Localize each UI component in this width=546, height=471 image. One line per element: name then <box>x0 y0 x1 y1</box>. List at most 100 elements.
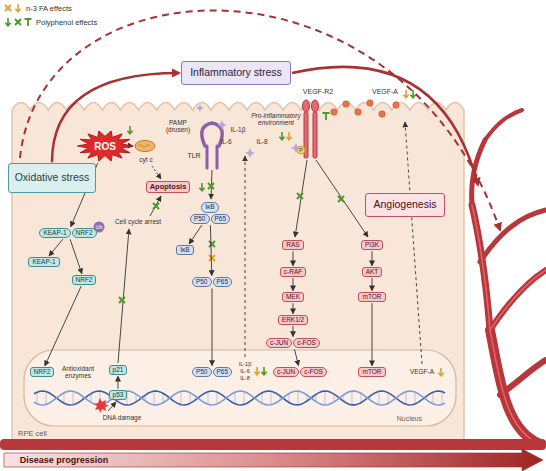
vessel-band <box>0 439 546 450</box>
dna-helix <box>34 391 445 405</box>
illustration-part <box>135 141 155 152</box>
annotation-label: IL-6 <box>220 138 231 145</box>
annotation-label: IL-6 <box>240 368 249 374</box>
region-label: Nucleus <box>397 415 422 422</box>
node-text: IκB <box>180 246 189 253</box>
illustration-part <box>313 112 317 158</box>
illustration-part <box>480 210 546 262</box>
illustration-part <box>291 143 301 153</box>
protein-box: AKT <box>362 267 383 277</box>
illustration-part <box>25 19 32 26</box>
protein-pill: P50 <box>192 367 212 378</box>
illustration-part <box>379 111 385 117</box>
node-text: Inflammatory stress <box>190 66 282 78</box>
protein-box: RAS <box>282 240 303 250</box>
nucleus-outline <box>24 350 456 426</box>
illustration-part <box>490 270 546 330</box>
annotation-label: Antioxidant enzymes <box>58 365 98 380</box>
pathway-arrow <box>70 239 82 273</box>
illustration-part <box>405 122 422 364</box>
protein-pill: c-JUN <box>266 338 292 349</box>
illustration-part <box>5 18 10 26</box>
illustration-part <box>207 146 217 168</box>
mitochondrion <box>135 141 155 152</box>
illustration-part <box>94 398 109 413</box>
illustration-part <box>152 166 161 179</box>
stress-arc <box>292 67 478 185</box>
annotation-label: IL-1β <box>239 361 252 367</box>
node-text: NRF2 <box>76 276 93 283</box>
illustration-part <box>490 330 540 444</box>
protein-complex: P50P65 <box>192 277 232 288</box>
pathway-arrow <box>210 225 211 275</box>
illustration-part <box>367 100 373 106</box>
protein-pill: c-FOS <box>300 367 327 378</box>
protein-box: mTOR <box>358 292 385 302</box>
pathway-arrow <box>295 349 299 365</box>
protein-pill: P50 <box>192 277 212 288</box>
illustration-part <box>196 104 204 112</box>
illustration-part <box>245 148 255 158</box>
illustration-part <box>438 368 443 376</box>
protein-box: Apoptosis <box>146 181 191 193</box>
region-label: RPE cell <box>18 429 47 438</box>
node-text: AKT <box>366 268 379 275</box>
illustration-part <box>209 255 215 261</box>
pathway-arrow <box>293 251 294 266</box>
protein-box: IκB <box>176 245 193 255</box>
illustration-part <box>472 205 546 444</box>
annotation-label: VEGF-A <box>372 88 398 96</box>
complex-row: c-JUNc-FOS <box>266 338 320 349</box>
cytokine-sparkles <box>196 104 301 158</box>
illustration-part <box>199 183 204 191</box>
annotation-label: TLR <box>187 152 200 160</box>
pathway-arrow <box>118 376 119 389</box>
illustration-part <box>261 367 266 375</box>
protein-pill: c-JUN <box>273 367 299 378</box>
complex-row: c-JUNc-FOS <box>273 367 327 378</box>
illustration-part <box>202 123 222 146</box>
illustration-part <box>355 109 361 115</box>
pathway-arrow <box>212 288 213 365</box>
stress-box: Angiogenesis <box>365 193 444 217</box>
protein-pill: NRF2 <box>72 228 97 239</box>
node-text: p21 <box>113 366 124 373</box>
node-text: c-RAF <box>284 268 302 275</box>
pathway-arrow <box>293 278 294 291</box>
pathway-arrow <box>372 303 373 366</box>
node-text: ERK1/2 <box>282 316 304 323</box>
blood-vessels <box>472 110 546 444</box>
illustration-part <box>15 4 20 12</box>
complex-row: P50P65 <box>190 214 230 225</box>
complex-row: P50P65 <box>192 367 232 378</box>
protein-pill: P65 <box>211 214 231 225</box>
illustration-part <box>303 100 310 112</box>
ros-burst: ROS <box>77 130 133 162</box>
dna-strand <box>34 391 445 405</box>
complex-row: KEAP-1NRF2 <box>39 228 96 239</box>
illustration-part <box>286 132 291 140</box>
illustration-part <box>279 132 284 140</box>
pathway-arrows <box>108 122 422 411</box>
ros-star-fill <box>78 131 133 161</box>
protein-box: NRF2 <box>30 367 55 377</box>
illustration-part <box>393 102 399 108</box>
node-text: PI3K <box>365 241 379 248</box>
illustration-part <box>254 367 259 375</box>
node-text: Apoptosis <box>150 182 187 191</box>
illustration-part <box>331 109 337 115</box>
annotation-label: IL-8 <box>240 375 249 381</box>
node-text: Angiogenesis <box>373 198 436 210</box>
annotation-label: Ub <box>95 224 102 230</box>
node-text: p53 <box>113 391 124 398</box>
illustration-part <box>343 101 349 107</box>
illustration-part <box>472 205 490 330</box>
protein-pill: P65 <box>213 367 233 378</box>
node-text: RAS <box>286 241 299 248</box>
illustration-part <box>316 160 368 237</box>
dna-strand <box>37 391 442 405</box>
node-text: mTOR <box>362 368 381 375</box>
vegf-receptor <box>297 100 319 158</box>
protein-pill: P65 <box>213 277 233 288</box>
